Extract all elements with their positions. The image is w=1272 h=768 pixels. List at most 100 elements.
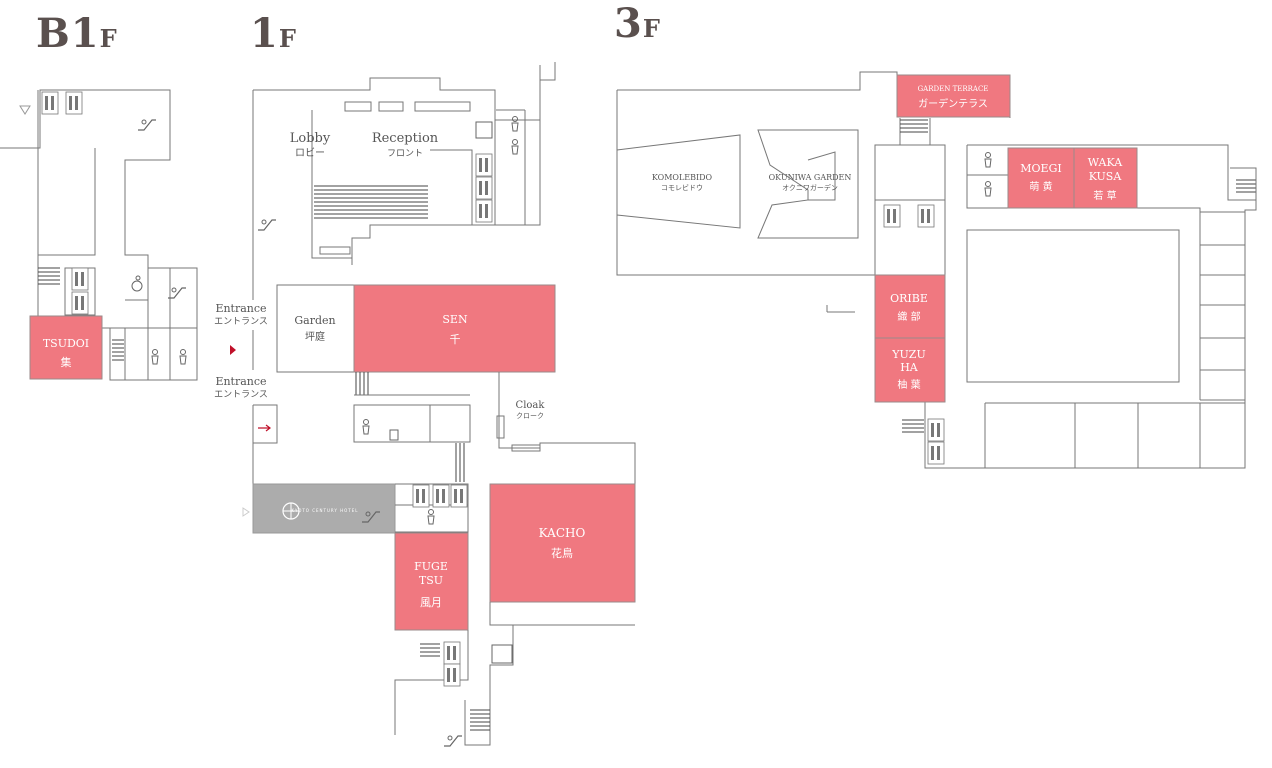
area-komolebido-jp: コモレビドウ: [661, 183, 703, 192]
escalator-icon: [443, 735, 463, 747]
room-sen-en: SEN: [442, 313, 468, 326]
room-tsudoi[interactable]: [29, 315, 103, 380]
female-icon: [984, 152, 992, 168]
elevator-icon: [450, 484, 468, 508]
room-sen[interactable]: [353, 284, 556, 373]
floor-suffix: F: [642, 14, 661, 43]
floor-number: 3: [614, 0, 643, 47]
room-wakakusa-jp: 若 草: [1093, 189, 1116, 202]
arrow-icon: [19, 105, 31, 115]
elevator-icon: [443, 641, 461, 665]
room-garden-terrace-en: GARDEN TERRACE: [918, 85, 989, 93]
area-komolebido-en: KOMOLEBIDO: [652, 173, 713, 182]
elevator-icon: [443, 663, 461, 687]
male-icon: [511, 139, 519, 155]
area-reception-en: Reception: [372, 131, 439, 146]
area-garden-jp: 坪庭: [305, 330, 325, 343]
reception-desk: [344, 101, 372, 112]
room-kacho[interactable]: [489, 483, 636, 603]
room-yuzuha-jp: 柚 葉: [897, 378, 920, 391]
phone-icon: [475, 121, 493, 139]
area-garden-en: Garden: [294, 314, 335, 327]
room-fugetsu-en1: FUGE: [414, 560, 448, 573]
female-icon: [362, 419, 370, 435]
room-garden-terrace[interactable]: [896, 74, 1011, 118]
floor-number: B1: [36, 10, 100, 57]
room-sen-jp: 千: [450, 333, 461, 346]
elevator-icon: [71, 291, 89, 315]
elevator-icon: [65, 91, 83, 115]
area-cloak-jp: クローク: [516, 412, 544, 420]
area-entrance-bottom-jp: エントランス: [214, 389, 268, 400]
area-entrance-top-jp: エントランス: [214, 316, 268, 327]
entrance-arrow-icon: [230, 345, 236, 355]
elevator-icon: [927, 441, 945, 465]
room-kacho-en: KACHO: [539, 526, 586, 540]
room-yuzuha[interactable]: [874, 337, 946, 403]
elevator-icon: [883, 204, 901, 228]
cloak-counter: [511, 444, 541, 452]
floor-label-b1: B1F: [36, 10, 118, 57]
escalator-icon: [137, 119, 157, 131]
area-lobby-en: Lobby: [290, 131, 331, 146]
room-garden-terrace-jp: ガーデンテラス: [918, 97, 988, 110]
connector-corridor: [252, 483, 396, 534]
elevator-icon: [71, 267, 89, 291]
wheelchair-icon: [491, 644, 513, 664]
arrow-icon: [242, 507, 250, 517]
room-moegi-en: MOEGI: [1020, 162, 1061, 175]
area-lobby-jp: ロビー: [295, 147, 325, 159]
b1-floor-plan: TSUDOI 集: [0, 89, 198, 381]
stairs-icon: [420, 643, 490, 731]
room-fugetsu[interactable]: [394, 532, 469, 631]
reception-desk: [378, 101, 404, 112]
floor-number: 1: [250, 10, 279, 57]
area-cloak-en: Cloak: [516, 400, 546, 411]
entrance-arrow-icon: [258, 424, 271, 432]
stairs-icon: [900, 119, 1256, 433]
room-kacho-jp: 花鳥: [551, 546, 573, 560]
elevator-icon: [475, 199, 493, 223]
stairs-icon: [355, 372, 465, 482]
1f-floor-plan: Lobby ロビー Reception フロント Garden 坪庭 SEN 千…: [214, 62, 636, 747]
elevator-icon: [475, 176, 493, 200]
area-entrance-top-en: Entrance: [215, 302, 266, 315]
reception-desk: [414, 101, 471, 112]
3f-floor-plan: KOMOLEBIDO コモレビドウ OKUNIWA GARDEN オクニワガーデ…: [616, 71, 1257, 469]
room-yuzuha-en1: YUZU: [891, 348, 925, 361]
baby-icon: [389, 429, 399, 441]
room-wakakusa-en1: WAKA: [1088, 156, 1123, 169]
hotel-logo-icon: [282, 502, 300, 520]
room-wakakusa[interactable]: [1073, 147, 1138, 209]
stairs-icon: [38, 267, 124, 361]
area-reception-jp: フロント: [387, 149, 423, 159]
floor-suffix: F: [278, 24, 297, 53]
elevator-icon: [475, 153, 493, 177]
area-okuniwa-jp: オクニワガーデン: [782, 183, 838, 192]
room-oribe-jp: 織 部: [897, 310, 920, 323]
room-moegi[interactable]: [1007, 147, 1075, 209]
room-oribe[interactable]: [874, 274, 946, 339]
elevator-icon: [432, 484, 450, 508]
male-icon: [984, 181, 992, 197]
room-wakakusa-en2: KUSA: [1089, 170, 1123, 183]
room-tsudoi-jp: 集: [61, 355, 72, 369]
area-entrance-bottom-en: Entrance: [215, 375, 266, 388]
room-fugetsu-en2: TSU: [419, 574, 443, 587]
floor-label-1f: 1F: [250, 10, 297, 57]
area-okuniwa-en: OKUNIWA GARDEN: [769, 173, 852, 182]
cloak-counter: [496, 415, 505, 439]
floor-suffix: F: [99, 24, 118, 53]
room-moegi-jp: 萌 黄: [1029, 180, 1052, 193]
room-tsudoi-en: TSUDOI: [43, 337, 89, 350]
elevator-icon: [41, 91, 59, 115]
wheelchair-icon: [131, 275, 143, 292]
elevator-icon: [927, 418, 945, 442]
garden: [276, 284, 355, 373]
floor-label-3f: 3F: [614, 0, 661, 47]
escalator-icon: [257, 219, 277, 231]
escalator-icon: [167, 287, 187, 299]
room-fugetsu-jp: 風月: [420, 596, 442, 609]
hall-3f: [966, 229, 1180, 383]
